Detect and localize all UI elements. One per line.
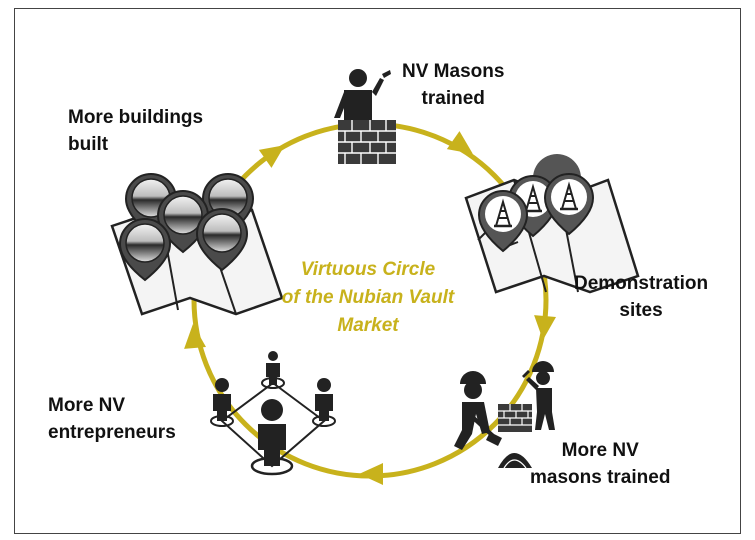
label-line: trained	[421, 88, 485, 109]
label-more-buildings-built: More buildings built	[68, 104, 203, 158]
label-line: NV Masons	[402, 61, 505, 82]
arrowhead-right	[534, 315, 557, 340]
label-nv-masons-trained: NV Masons trained	[402, 58, 504, 112]
label-line: masons trained	[530, 467, 671, 488]
building-pin	[195, 208, 249, 272]
arrowhead-left	[184, 324, 207, 349]
map-with-building-pins-icon	[110, 173, 284, 316]
arrowhead-bottom	[359, 463, 383, 485]
building-pin	[118, 218, 172, 282]
arrowhead-top-left	[258, 145, 285, 168]
label-more-nv-entrepreneurs: More NV entrepreneurs	[48, 392, 176, 446]
label-line: built	[68, 134, 109, 155]
arrowhead-top-right	[446, 131, 473, 154]
center-title-line: of the Nubian Vault	[281, 287, 455, 308]
construction-pin	[477, 190, 529, 253]
label-line: More buildings	[68, 107, 204, 128]
network-of-people-icon	[210, 351, 336, 476]
label-more-nv-masons-trained: More NV masons trained	[530, 437, 670, 491]
label-line: More NV	[48, 395, 126, 416]
label-line: More NV	[561, 440, 639, 461]
label-line: sites	[619, 300, 663, 321]
center-title-line: Market	[337, 315, 399, 336]
map-with-construction-pins-icon	[464, 154, 640, 294]
mason-workers-with-shovel-icon	[454, 361, 555, 469]
mason-on-brick-wall-icon	[334, 69, 396, 164]
building-pin	[156, 190, 210, 254]
label-demonstration-sites: Demonstration sites	[574, 270, 708, 324]
center-title-line: Virtuous Circle	[300, 259, 436, 280]
construction-pin	[543, 173, 595, 236]
center-title: Virtuous Circle of the Nubian Vault Mark…	[268, 256, 468, 340]
label-line: Demonstration	[574, 273, 709, 294]
label-line: entrepreneurs	[48, 422, 176, 443]
